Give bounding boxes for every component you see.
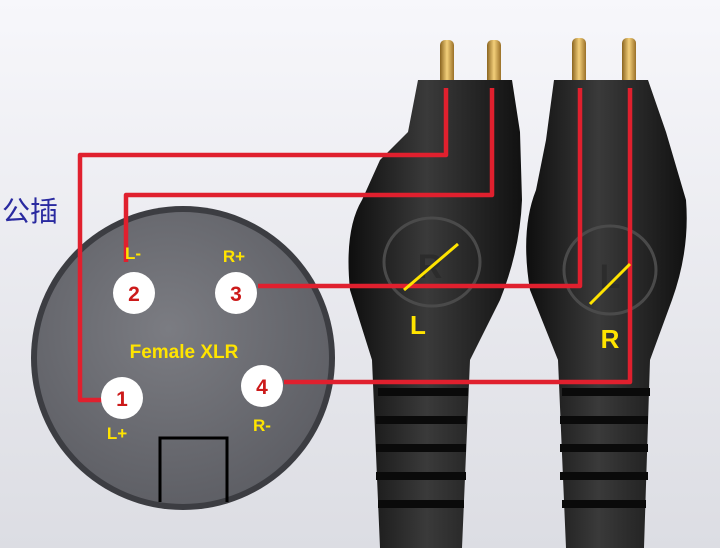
plug-embossed-letter: L	[600, 258, 621, 296]
plug-grip-ridges	[376, 388, 468, 508]
pin-circle	[215, 272, 257, 314]
plug-right: L	[526, 38, 687, 548]
wire-pin3-right-plus	[258, 88, 583, 289]
plug-grip-ridges	[560, 388, 650, 508]
pin-number: 3	[230, 283, 242, 306]
xlr-connector: Female XLR	[31, 206, 335, 510]
right-plug-marker	[588, 262, 632, 306]
wires	[77, 88, 633, 403]
pin-circle	[101, 377, 143, 419]
plug-embossed-disc	[382, 216, 482, 308]
xlr-pin-3: 3 R+	[215, 247, 257, 314]
xlr-face	[37, 212, 329, 504]
wire-pin4-right-minus	[284, 88, 633, 385]
wire-pin1-left-plus	[77, 88, 449, 403]
xlr-pin-4: 4 R-	[241, 365, 283, 435]
pin-label: R-	[253, 416, 271, 435]
gold-pin	[572, 38, 586, 86]
xlr-title: Female XLR	[130, 342, 239, 363]
connector-type-caption: 公插	[2, 195, 58, 228]
pin-label: L-	[125, 244, 141, 263]
pin-label: R+	[223, 247, 245, 266]
pin-number: 1	[116, 388, 128, 411]
xlr-pin-1: 1 L+	[101, 377, 143, 443]
pin-number: 4	[256, 376, 268, 399]
right-channel-label: R	[601, 324, 620, 354]
xlr-pin-2: 2 L-	[113, 244, 155, 314]
wire-pin2-left-minus	[123, 88, 495, 262]
gold-pin	[440, 40, 454, 88]
pin-label: L+	[107, 424, 127, 443]
left-plug-marker	[403, 242, 459, 292]
xlr-key-notch	[158, 436, 229, 502]
gold-pin	[622, 38, 636, 86]
gold-pin	[487, 40, 501, 88]
plug-embossed-disc	[562, 224, 658, 316]
pin-circle	[241, 365, 283, 407]
pin-circle	[113, 272, 155, 314]
pin-number: 2	[128, 283, 140, 306]
left-channel-label: L	[410, 310, 426, 340]
